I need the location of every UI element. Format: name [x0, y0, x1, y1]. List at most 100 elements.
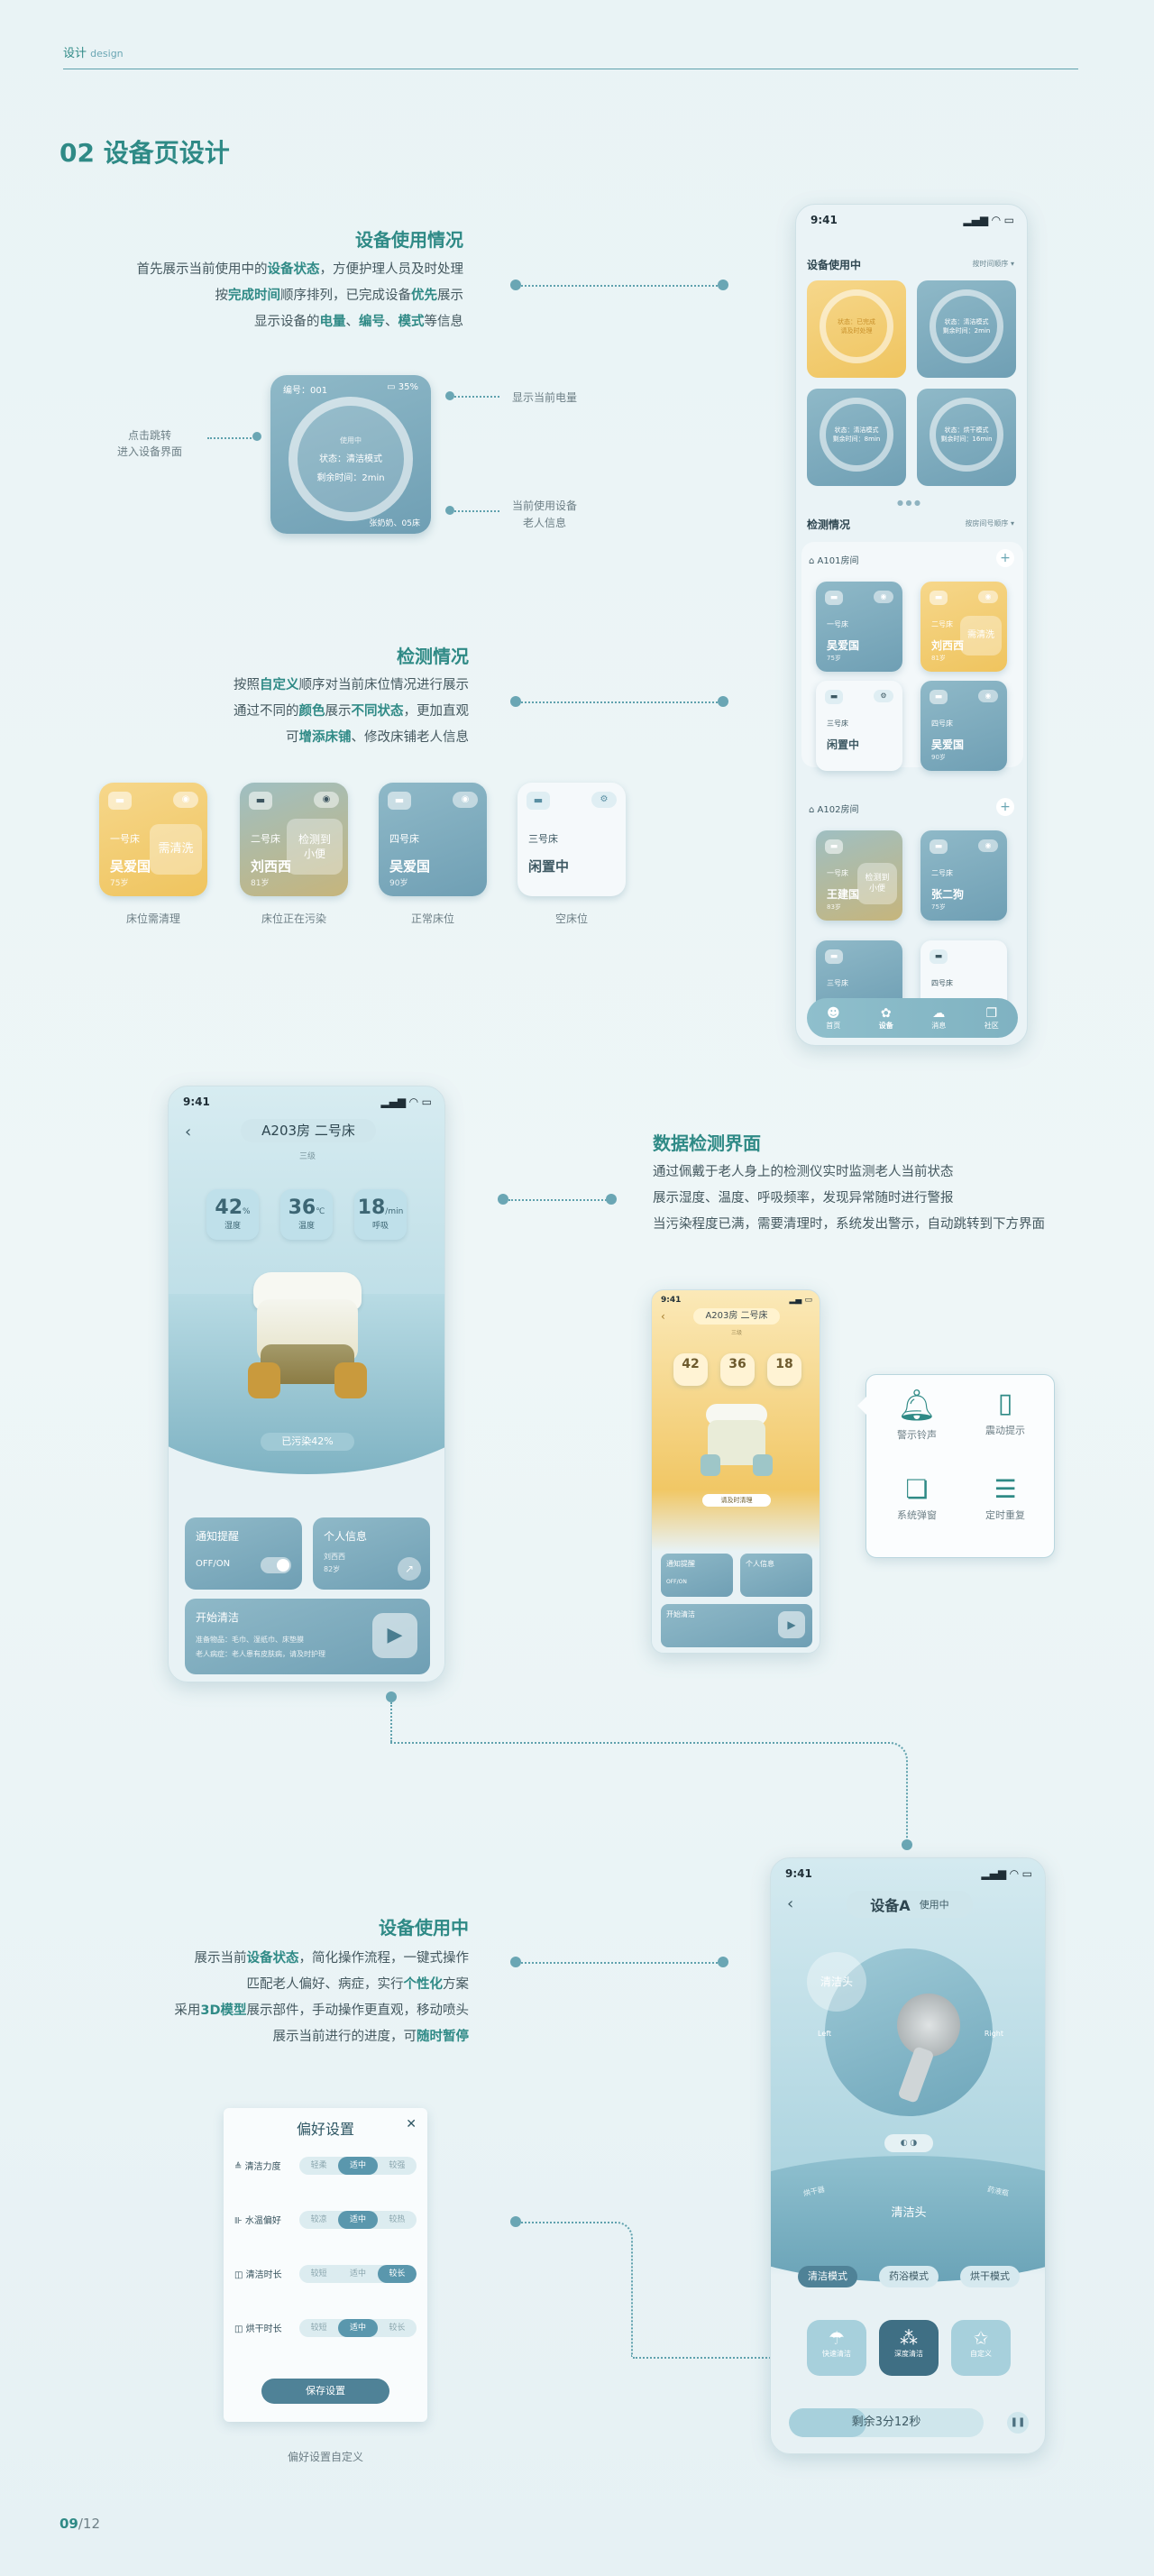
- brand-label: 设计 design: [63, 47, 124, 60]
- bell-icon: 🔔︎: [897, 1388, 937, 1424]
- nav-community[interactable]: ❐社区: [984, 1005, 999, 1030]
- gear-icon[interactable]: ⚙: [591, 792, 617, 808]
- play-icon[interactable]: ▶: [372, 1613, 417, 1658]
- patient-name: 吴爱国: [389, 858, 431, 875]
- vibrate-option[interactable]: ▯震动提示: [973, 1388, 1038, 1437]
- sort-dropdown[interactable]: 按时间顺序 ▾: [972, 260, 1014, 268]
- bed-card-empty[interactable]: ▬ ⚙ 三号床 闲置中: [517, 783, 626, 896]
- connector-dot: [498, 1194, 508, 1205]
- connector-line: [390, 1742, 908, 1841]
- pref-seg[interactable]: 较凉适中较热: [299, 2211, 417, 2229]
- sort-dropdown[interactable]: 按房间号顺序 ▾: [965, 519, 1014, 527]
- connector-dot: [718, 1957, 728, 1967]
- start-clean-card[interactable]: 开始清洁▶: [661, 1604, 812, 1647]
- start-clean-card[interactable]: 开始清洁 准备物品：毛巾、湿纸巾、床垫膜 老人病症：老人患有皮肤病，请及时护理 …: [185, 1599, 430, 1674]
- connector-line: [390, 1702, 392, 1742]
- preference-panel: 偏好设置 ✕ ≜ 清洁力度 轻柔适中较强 ⊪ 水温偏好 较凉适中较热 ◫ 清洁时…: [224, 2108, 427, 2422]
- bed-card-polluting[interactable]: ▬ ◉ 二号床 刘西西 81岁 检测到 小便: [240, 783, 348, 896]
- mode-clean[interactable]: 清洁模式: [798, 2266, 857, 2287]
- connector-line: [454, 510, 499, 512]
- func-quick[interactable]: ☂快速清洁: [807, 2320, 866, 2376]
- pref-row-label: ≜ 清洁力度: [234, 2162, 281, 2172]
- mode-dry[interactable]: 烘干模式: [960, 2266, 1020, 2287]
- bed-card-dirty[interactable]: ▬ ◉ 一号床 吴爱国 75岁 需清洗: [99, 783, 207, 896]
- s3-title: 数据检测界面: [653, 1132, 761, 1154]
- caption: 正常床位: [410, 912, 454, 925]
- pref-seg[interactable]: 轻柔适中较强: [299, 2157, 417, 2175]
- popup-option[interactable]: ❏系统弹窗: [884, 1474, 949, 1522]
- device-mini-card[interactable]: 状态：已完成请及时处理: [807, 280, 906, 378]
- back-icon[interactable]: ‹: [185, 1123, 192, 1141]
- connector-dot: [510, 696, 521, 707]
- pause-button[interactable]: ❚❚: [1007, 2412, 1029, 2434]
- notify-toggle[interactable]: [261, 1557, 291, 1573]
- close-icon[interactable]: ✕: [406, 2117, 417, 2131]
- device-mini-card[interactable]: 状态：清洁模式剩余时间：8min: [807, 389, 906, 486]
- connector-dot: [252, 432, 261, 441]
- toggle-icon[interactable]: ◉: [173, 792, 198, 808]
- nav-home[interactable]: ☻首页: [826, 1005, 841, 1030]
- left-label: Left: [818, 2030, 832, 2038]
- toggle-icon[interactable]: ◉: [314, 792, 339, 808]
- connector-dot: [510, 280, 521, 290]
- back-icon[interactable]: ‹: [787, 1894, 794, 1913]
- bed-card-normal[interactable]: ▬ ◉ 四号床 吴爱国 90岁: [379, 783, 487, 896]
- pref-seg[interactable]: 较短适中较长: [299, 2319, 417, 2337]
- nav-device[interactable]: ✿设备: [878, 1005, 893, 1030]
- func-deep[interactable]: ⁂深度清洁: [879, 2320, 939, 2376]
- section-title: 02 设备页设计: [60, 138, 230, 168]
- notify-card[interactable]: 通知提醒 OFF/ON: [185, 1517, 302, 1590]
- arrow-icon[interactable]: ↗: [398, 1557, 421, 1581]
- bed-icon: ▬: [388, 792, 411, 810]
- bed-card[interactable]: ▬⚙三号床闲置中: [816, 681, 902, 771]
- page-dots: ● ● ●: [897, 499, 921, 507]
- bed-number: 一号床: [110, 833, 140, 845]
- save-button[interactable]: 保存设置: [261, 2379, 389, 2404]
- care-level: 三级: [298, 1152, 316, 1161]
- personal-card[interactable]: 个人信息 刘西西 82岁 ↗: [313, 1517, 430, 1590]
- connector-line: [207, 437, 258, 439]
- device-card[interactable]: 编号：001 ▭ 35% 使用中 状态：清洁模式 剩余时间：2min 张奶奶、0…: [270, 375, 431, 534]
- view-toggle[interactable]: ◐ ◑: [884, 2134, 933, 2152]
- connector-line: [521, 701, 721, 703]
- back-icon[interactable]: ‹: [661, 1310, 665, 1323]
- part-current[interactable]: 清洁头: [891, 2206, 927, 2220]
- toggle-icon[interactable]: ◉: [453, 792, 478, 808]
- chat-icon: ❏: [905, 1474, 929, 1504]
- add-bed-button[interactable]: +: [996, 798, 1014, 816]
- func-custom[interactable]: ✩自定义: [951, 2320, 1011, 2376]
- repeat-option[interactable]: ☰定时重复: [973, 1474, 1038, 1522]
- connector-line: [454, 396, 499, 398]
- humidity-metric: 42%湿度: [206, 1189, 259, 1240]
- pref-row-label: ⊪ 水温偏好: [234, 2216, 281, 2226]
- connector-dot: [510, 1957, 521, 1967]
- part-selector-arc: [771, 2156, 1045, 2282]
- device-mini-card[interactable]: 状态：清洁模式剩余时间：2min: [917, 280, 1016, 378]
- list-icon: ☰: [994, 1474, 1017, 1504]
- patient-age: 75岁: [110, 879, 129, 888]
- status-bar: 9:41▂▄ ▭: [661, 1296, 812, 1305]
- connector-dot: [510, 2216, 521, 2227]
- add-bed-button[interactable]: +: [996, 549, 1014, 567]
- personal-card[interactable]: 个人信息: [740, 1554, 812, 1597]
- mode-medicine[interactable]: 药浴模式: [879, 2266, 939, 2287]
- connector-dot: [606, 1194, 617, 1205]
- alarm-option[interactable]: 🔔︎警示铃声: [884, 1388, 949, 1442]
- connector-dot: [902, 1839, 912, 1850]
- status-bar: 9:41▂▄▆ ◠ ▭: [785, 1867, 1032, 1880]
- status-bar: 9:41▂▄▆ ◠ ▭: [811, 214, 1014, 226]
- nav-message[interactable]: ☁消息: [931, 1005, 947, 1030]
- pref-seg[interactable]: 较短适中较长: [299, 2265, 417, 2283]
- home-icon: ☻: [826, 1005, 840, 1021]
- nozzle-image[interactable]: [897, 1994, 960, 2057]
- device-mini-card[interactable]: 状态：烘干模式剩余时间：16min: [917, 389, 1016, 486]
- vibrate-icon: ▯: [997, 1388, 1013, 1419]
